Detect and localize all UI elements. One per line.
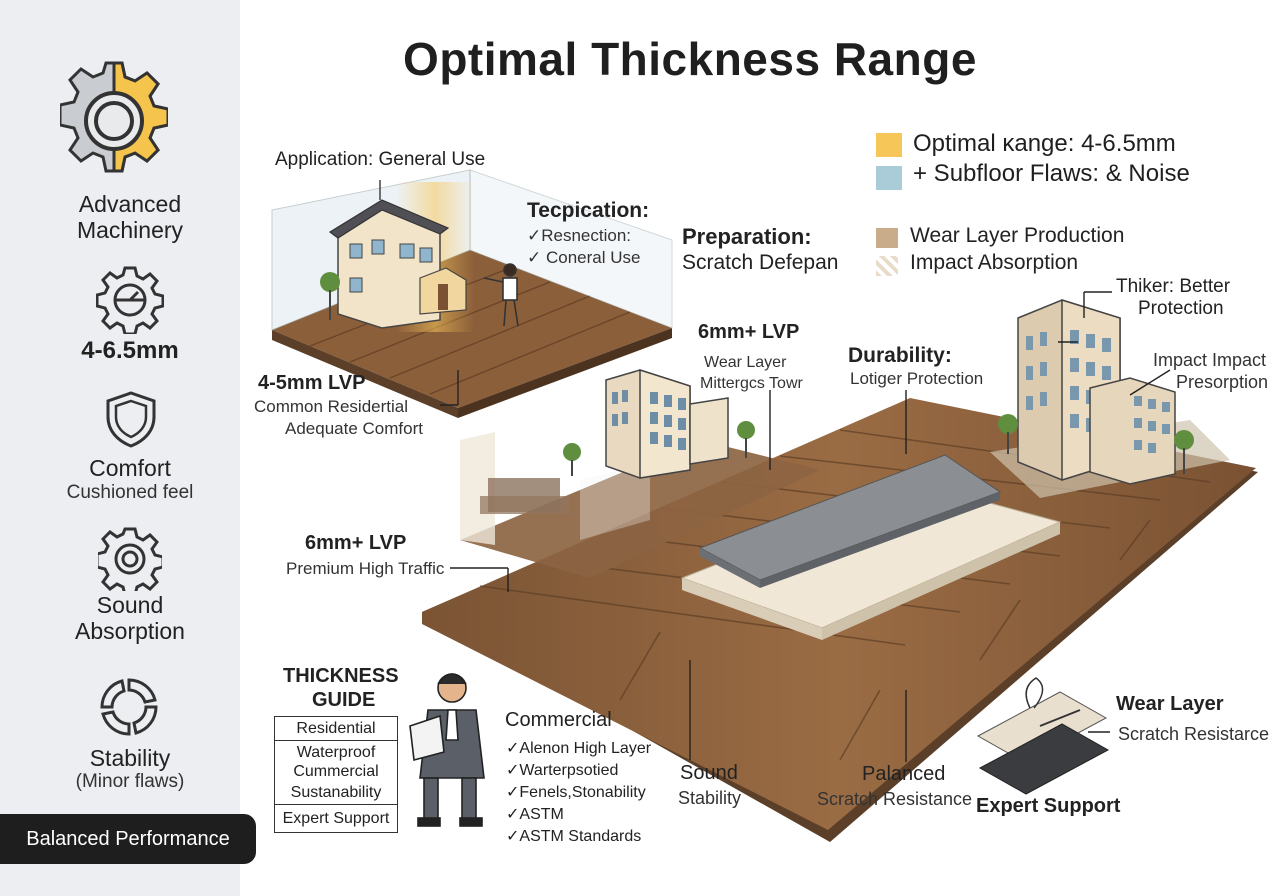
floor-illustration — [271, 169, 1258, 842]
sidebar-label-thickness: 4-6.5mm — [81, 337, 179, 364]
commercial-item: Warterpsotied — [506, 760, 651, 782]
label-application: Application: General Use — [275, 149, 486, 170]
label-sound-1: Sound — [680, 762, 738, 784]
label-sound-2: Stability — [678, 788, 742, 808]
living-room — [460, 432, 820, 578]
label-impact-1: Impact Impact — [1153, 350, 1267, 370]
sidebar-sub-comfort: Cushioned feel — [66, 482, 194, 503]
label-preparation-sub: Scratch Defepan — [682, 251, 839, 274]
label-thiker-1: Thiker: Better — [1116, 276, 1231, 297]
legend-impact-absorption: Impact Absorption — [910, 251, 1079, 274]
balanced-performance-badge: Balanced Performance — [0, 814, 256, 864]
label-wear-layer-title: Wear Layer — [1116, 693, 1224, 715]
guide-row-cummercial: Cummercial — [293, 763, 379, 780]
label-tecpication-title: Tecpication: — [527, 199, 650, 222]
mid-buildings — [563, 368, 755, 479]
commercial-item: ASTM — [506, 804, 651, 826]
legend-optimal-range: Optimal ĸange: 4-6.5mm — [913, 130, 1176, 157]
label-lvp-45-line2: Adequate Comfort — [285, 419, 423, 438]
label-wear-layer-sub: Scratch Resistarce — [1118, 724, 1270, 744]
label-palanced-2: Scratch Resistance — [817, 789, 973, 809]
sidebar-label-stability: Stability — [89, 745, 171, 771]
label-lvp6-mid-sub: Premium High Traffic — [286, 559, 445, 578]
guide-row-sustanability: Sustanability — [275, 781, 397, 805]
commercial-checklist: Alenon High Layer Warterpsotied Fenels,S… — [506, 738, 651, 848]
label-lvp6-top-line1: Wear Layer — [704, 354, 787, 371]
house-room — [271, 169, 673, 418]
commercial-item: Alenon High Layer — [506, 738, 651, 760]
guide-row-residential: Residential — [275, 717, 397, 741]
legend-swatch-subfloor — [876, 166, 902, 190]
label-impact-2: Presorption — [1176, 372, 1269, 392]
label-lvp6-top-title: 6mm+ LVP — [698, 321, 800, 343]
thickness-guide-table: Residential Waterproof Cummercial Sustan… — [274, 716, 398, 833]
cycle-icon — [100, 678, 158, 736]
gear-icon — [60, 61, 168, 173]
label-tecpication-1: ✓Resnection: — [527, 226, 632, 245]
sidebar-label-machinery: Advanced Machinery — [76, 191, 184, 243]
person-in-room — [483, 263, 519, 327]
label-thiker-2: Protection — [1138, 298, 1224, 319]
wear-layer-sample — [976, 677, 1110, 795]
sidebar-label-sound: Sound Absorption — [75, 592, 185, 644]
guide-row-expert: Expert Support — [282, 810, 390, 827]
label-durability-sub: Lotiger Protection — [850, 369, 984, 388]
label-expert-support: Expert Support — [976, 795, 1121, 817]
guide-title-2: GUIDE — [312, 689, 376, 711]
label-lvp6-mid-title: 6mm+ LVP — [305, 532, 407, 554]
label-lvp-45-line1: Common Residertial — [254, 397, 408, 416]
label-preparation-title: Preparation: — [682, 224, 812, 249]
page-title: Optimal Thickness Range — [403, 33, 977, 85]
shield-icon — [106, 391, 156, 448]
legend-swatch-wear — [876, 228, 898, 248]
sound-gear-icon — [98, 527, 162, 591]
guide-title-1: THICKNESS — [283, 665, 399, 687]
label-commercial-title: Commercial — [505, 709, 612, 731]
label-tecpication-2: ✓ Coneral Use — [527, 248, 641, 267]
businessman-figure — [409, 673, 485, 827]
legend-swatch-optimal — [876, 133, 902, 157]
label-lvp6-top-line2: Mittergcs Towr — [700, 375, 803, 392]
legend-subfloor-flaws: + Subfloor Flaws: & Noise — [913, 160, 1190, 187]
legend-wear-layer: Wear Layer Production — [910, 224, 1125, 247]
label-palanced-1: Palanced — [862, 763, 946, 785]
guide-row-waterproof: Waterproof — [296, 744, 376, 761]
commercial-item: ASTM Standards — [506, 826, 651, 848]
gear-gauge-icon — [96, 266, 164, 334]
label-durability-title: Durability: — [848, 344, 952, 367]
sidebar: Advanced Machinery 4-6.5mm Comfort Cushi… — [0, 0, 240, 896]
sidebar-sub-stability: (Minor flaws) — [75, 771, 185, 792]
label-lvp-45-title: 4-5mm LVP — [258, 372, 366, 394]
sidebar-label-comfort: Comfort — [89, 455, 171, 481]
right-buildings — [990, 298, 1230, 498]
underlay-layers — [680, 454, 1062, 640]
commercial-item: Fenels,Stonability — [506, 782, 651, 804]
legend-swatch-impact — [876, 256, 898, 276]
